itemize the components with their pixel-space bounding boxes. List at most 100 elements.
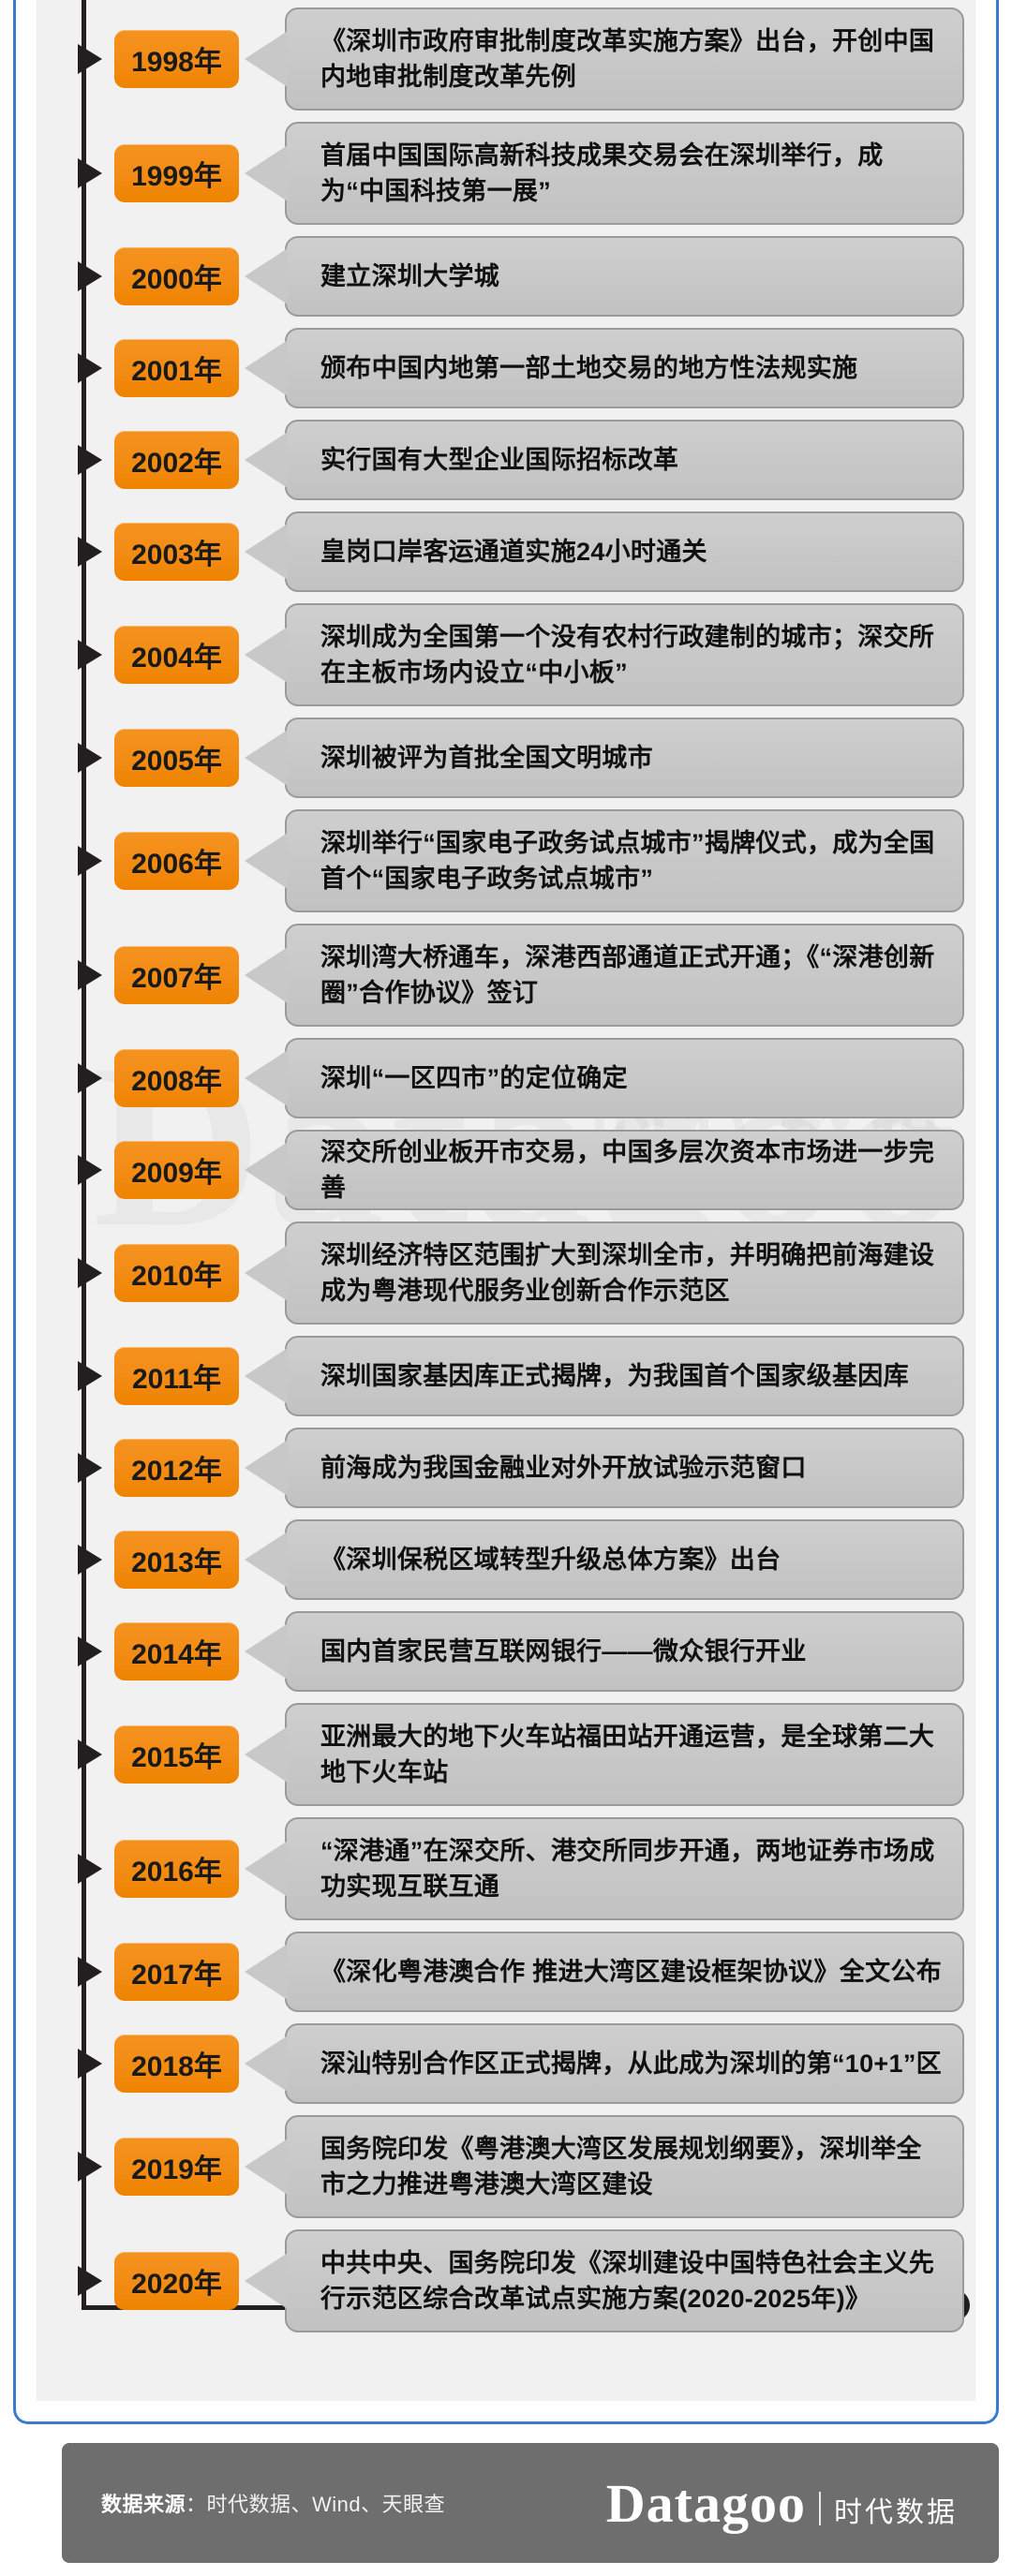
year-badge[interactable]: 2005年 bbox=[114, 729, 239, 787]
timeline-row: 2015年 亚洲最大的地下火车站福田站开通运营，是全球第二大地下火车站 bbox=[37, 1703, 975, 1806]
year-badge[interactable]: 2015年 bbox=[114, 1725, 239, 1784]
year-badge[interactable]: 2002年 bbox=[114, 431, 239, 489]
event-text: 亚洲最大的地下火车站福田站开通运营，是全球第二大地下火车站 bbox=[320, 1722, 935, 1786]
footer-source-label: 数据来源 bbox=[101, 2493, 186, 2516]
timeline-card-inner: Datagoo 时代数据 1998年《深圳市政府审批制度改革实施方案》出台，开创… bbox=[37, 0, 975, 2401]
year-badge[interactable]: 2013年 bbox=[114, 1531, 239, 1589]
timeline-row: 2019年 国务院印发《粤港澳大湾区发展规划纲要》，深圳举全市之力推进粤港澳大湾区… bbox=[37, 2115, 975, 2218]
timeline-marker-arrow-icon bbox=[78, 640, 102, 670]
footer-source: 数据来源：时代数据、Wind、天眼查 bbox=[101, 2488, 445, 2518]
event-bubble[interactable]: 皇岗口岸客运通道实施24小时通关 bbox=[285, 511, 964, 592]
timeline-row: 2007年深圳湾大桥通车，深港西部通道正式开通；《“深港创新圈”合作协议》签订 bbox=[37, 924, 975, 1027]
event-text: 深圳“一区四市”的定位确定 bbox=[320, 1063, 628, 1092]
timeline-marker-arrow-icon bbox=[78, 353, 102, 383]
timeline-row: 2014年 国内首家民营互联网银行——微众银行开业 bbox=[37, 1611, 975, 1692]
year-badge[interactable]: 2020年 bbox=[114, 2252, 239, 2310]
event-bubble[interactable]: 深圳举行“国家电子政务试点城市”揭牌仪式，成为全国首个“国家电子政务试点城市” bbox=[285, 809, 964, 912]
timeline-marker-arrow-icon bbox=[78, 1063, 102, 1093]
event-text: 前海成为我国金融业对外开放试验示范窗口 bbox=[320, 1453, 807, 1482]
year-badge[interactable]: 2004年 bbox=[114, 626, 239, 684]
timeline-marker-arrow-icon bbox=[78, 1155, 102, 1185]
event-bubble[interactable]: 深圳经济特区范围扩大到深圳全市，并明确把前海建设成为粤港现代服务业创新合作示范区 bbox=[285, 1221, 964, 1325]
event-bubble[interactable]: 实行国有大型企业国际招标改革 bbox=[285, 420, 964, 500]
year-badge[interactable]: 2007年 bbox=[114, 946, 239, 1004]
event-bubble[interactable]: 深交所创业板开市交易，中国多层次资本市场进一步完善 bbox=[285, 1130, 964, 1210]
year-badge[interactable]: 2000年 bbox=[114, 247, 239, 305]
event-bubble[interactable]: 深汕特别合作区正式揭牌，从此成为深圳的第“10+1”区 bbox=[285, 2023, 964, 2104]
event-text: 《深圳保税区域转型升级总体方案》出台 bbox=[320, 1545, 781, 1574]
timeline-row: 2006年 深圳举行“国家电子政务试点城市”揭牌仪式，成为全国首个“国家电子政务试… bbox=[37, 809, 975, 912]
timeline-marker-arrow-icon bbox=[78, 1545, 102, 1575]
event-text: 首届中国国际高新科技成果交易会在深圳举行，成为“中国科技第一展” bbox=[320, 141, 884, 205]
year-badge[interactable]: 2008年 bbox=[114, 1049, 239, 1107]
brand-logo: Datagoo 时代数据 bbox=[606, 2472, 958, 2535]
year-badge[interactable]: 2017年 bbox=[114, 1943, 239, 2001]
year-badge[interactable]: 1999年 bbox=[114, 144, 239, 202]
year-badge[interactable]: 2016年 bbox=[114, 1840, 239, 1898]
timeline-row: 1998年 《深圳市政府审批制度改革实施方案》出台，开创中国内地审批制度改革先例 bbox=[37, 7, 975, 111]
event-bubble[interactable]: 深圳“一区四市”的定位确定 bbox=[285, 1038, 964, 1118]
event-bubble[interactable]: “深港通”在深交所、港交所同步开通，两地证券市场成功实现互联互通 bbox=[285, 1817, 964, 1920]
event-bubble[interactable]: 《深圳保税区域转型升级总体方案》出台 bbox=[285, 1519, 964, 1600]
event-text: 深汕特别合作区正式揭牌，从此成为深圳的第“10+1”区 bbox=[320, 2049, 942, 2078]
timeline-row: 2020年 中共中央、国务院印发《深圳建设中国特色社会主义先行示范区综合改革试点实… bbox=[37, 2229, 975, 2332]
year-badge[interactable]: 2018年 bbox=[114, 2035, 239, 2093]
event-text: 国务院印发《粤港澳大湾区发展规划纲要》，深圳举全市之力推进粤港澳大湾区建设 bbox=[320, 2134, 922, 2198]
year-badge[interactable]: 2010年 bbox=[114, 1244, 239, 1302]
year-badge[interactable]: 2019年 bbox=[114, 2138, 239, 2196]
timeline-marker-arrow-icon bbox=[78, 1361, 102, 1391]
year-badge[interactable]: 2014年 bbox=[114, 1622, 239, 1680]
event-bubble[interactable]: 《深圳市政府审批制度改革实施方案》出台，开创中国内地审批制度改革先例 bbox=[285, 7, 964, 111]
event-text: 实行国有大型企业国际招标改革 bbox=[320, 445, 679, 474]
timeline-row: 2004年 深圳成为全国第一个没有农村行政建制的城市；深交所在主板市场内设立“中小… bbox=[37, 603, 975, 706]
event-text: 国内首家民营互联网银行——微众银行开业 bbox=[320, 1636, 807, 1666]
year-badge[interactable]: 2003年 bbox=[114, 523, 239, 581]
event-bubble[interactable]: 《深化粤港澳合作 推进大湾区建设框架协议》全文公布 bbox=[285, 1932, 964, 2012]
timeline-row: 1999年 首届中国国际高新科技成果交易会在深圳举行，成为“中国科技第一展” bbox=[37, 122, 975, 225]
timeline-row: 2005年 深圳被评为首批全国文明城市 bbox=[37, 718, 975, 798]
year-badge[interactable]: 2011年 bbox=[114, 1347, 239, 1405]
event-text: 中共中央、国务院印发《深圳建设中国特色社会主义先行示范区综合改革试点实施方案(2… bbox=[320, 2248, 935, 2313]
event-bubble[interactable]: 深圳国家基因库正式揭牌，为我国首个国家级基因库 bbox=[285, 1336, 964, 1416]
event-bubble[interactable]: 首届中国国际高新科技成果交易会在深圳举行，成为“中国科技第一展” bbox=[285, 122, 964, 225]
event-text: 深圳经济特区范围扩大到深圳全市，并明确把前海建设成为粤港现代服务业创新合作示范区 bbox=[320, 1240, 935, 1305]
event-bubble[interactable]: 中共中央、国务院印发《深圳建设中国特色社会主义先行示范区综合改革试点实施方案(2… bbox=[285, 2229, 964, 2332]
event-text: 颁布中国内地第一部土地交易的地方性法规实施 bbox=[320, 353, 858, 382]
event-bubble[interactable]: 国务院印发《粤港澳大湾区发展规划纲要》，深圳举全市之力推进粤港澳大湾区建设 bbox=[285, 2115, 964, 2218]
event-bubble[interactable]: 颁布中国内地第一部土地交易的地方性法规实施 bbox=[285, 328, 964, 408]
footer-source-separator: ： bbox=[186, 2493, 207, 2516]
timeline-row: 2011年深圳国家基因库正式揭牌，为我国首个国家级基因库 bbox=[37, 1336, 975, 1416]
event-bubble[interactable]: 国内首家民营互联网银行——微众银行开业 bbox=[285, 1611, 964, 1692]
timeline-row: 2010年 深圳经济特区范围扩大到深圳全市，并明确把前海建设成为粤港现代服务业创新… bbox=[37, 1221, 975, 1325]
event-text: 《深圳市政府审批制度改革实施方案》出台，开创中国内地审批制度改革先例 bbox=[320, 26, 935, 91]
event-bubble[interactable]: 深圳湾大桥通车，深港西部通道正式开通；《“深港创新圈”合作协议》签订 bbox=[285, 924, 964, 1027]
timeline-marker-arrow-icon bbox=[78, 2049, 102, 2079]
event-text: 深圳举行“国家电子政务试点城市”揭牌仪式，成为全国首个“国家电子政务试点城市” bbox=[320, 828, 935, 893]
timeline-row: 2009年 深交所创业板开市交易，中国多层次资本市场进一步完善 bbox=[37, 1130, 975, 1210]
year-badge[interactable]: 2001年 bbox=[114, 339, 239, 397]
event-bubble[interactable]: 亚洲最大的地下火车站福田站开通运营，是全球第二大地下火车站 bbox=[285, 1703, 964, 1806]
timeline-row: 2001年 颁布中国内地第一部土地交易的地方性法规实施 bbox=[37, 328, 975, 408]
event-text: 深圳成为全国第一个没有农村行政建制的城市；深交所在主板市场内设立“中小板” bbox=[320, 622, 935, 687]
event-text: 深交所创业板开市交易，中国多层次资本市场进一步完善 bbox=[320, 1137, 935, 1202]
event-bubble[interactable]: 深圳被评为首批全国文明城市 bbox=[285, 718, 964, 798]
timeline-marker-arrow-icon bbox=[78, 537, 102, 567]
event-bubble[interactable]: 建立深圳大学城 bbox=[285, 236, 964, 317]
event-text: 深圳被评为首批全国文明城市 bbox=[320, 743, 653, 772]
timeline-row: 2003年皇岗口岸客运通道实施24小时通关 bbox=[37, 511, 975, 592]
timeline-row: 2016年 “深港通”在深交所、港交所同步开通，两地证券市场成功实现互联互通 bbox=[37, 1817, 975, 1920]
timeline-marker-arrow-icon bbox=[78, 1854, 102, 1884]
year-badge[interactable]: 2006年 bbox=[114, 832, 239, 890]
year-badge[interactable]: 2009年 bbox=[114, 1141, 239, 1199]
event-bubble[interactable]: 前海成为我国金融业对外开放试验示范窗口 bbox=[285, 1428, 964, 1508]
footer-source-value: 时代数据、Wind、天眼查 bbox=[206, 2493, 446, 2516]
event-bubble[interactable]: 深圳成为全国第一个没有农村行政建制的城市；深交所在主板市场内设立“中小板” bbox=[285, 603, 964, 706]
timeline-marker-arrow-icon bbox=[78, 2266, 102, 2296]
timeline-marker-arrow-icon bbox=[78, 1453, 102, 1483]
timeline-row: 2012年 前海成为我国金融业对外开放试验示范窗口 bbox=[37, 1428, 975, 1508]
timeline-marker-arrow-icon bbox=[78, 1740, 102, 1769]
year-badge[interactable]: 2012年 bbox=[114, 1439, 239, 1497]
timeline-marker-arrow-icon bbox=[78, 1258, 102, 1288]
year-badge[interactable]: 1998年 bbox=[114, 30, 239, 88]
event-text: 建立深圳大学城 bbox=[320, 261, 500, 290]
